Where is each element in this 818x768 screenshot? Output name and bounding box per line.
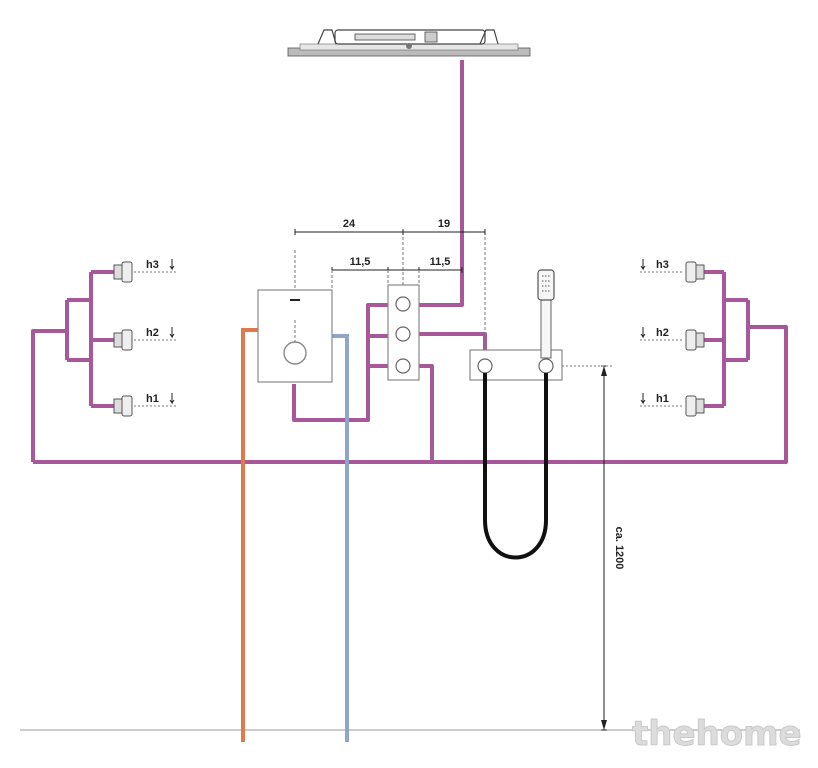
dim-11-5-right: 11,5 bbox=[430, 256, 451, 268]
mixer-to-diverter bbox=[292, 303, 388, 422]
ceiling-shower-head bbox=[287, 29, 531, 57]
wall-outlet bbox=[477, 358, 493, 374]
thermostat-mixer bbox=[257, 250, 333, 383]
right-label-h2: h2 bbox=[656, 327, 669, 339]
dim-height: ca. 1200 bbox=[613, 527, 625, 570]
dim-24: 24 bbox=[343, 218, 356, 230]
right-jet-branch bbox=[700, 270, 750, 408]
left-jet-h1 bbox=[113, 393, 176, 417]
cold-water-pipe bbox=[332, 334, 349, 742]
hand-shower-head bbox=[537, 269, 555, 301]
right-jet-h1 bbox=[640, 393, 705, 417]
diverter-knob-2 bbox=[395, 326, 411, 342]
left-jet-h3 bbox=[113, 259, 176, 283]
pipe-to-shower-head bbox=[403, 60, 464, 307]
holder-outlet bbox=[538, 358, 554, 374]
right-jet-h2 bbox=[640, 327, 705, 351]
diverter-knob-3 bbox=[395, 358, 411, 374]
shower-hose bbox=[483, 373, 548, 560]
main-bottom-pipe bbox=[33, 325, 788, 464]
dimension-lines bbox=[294, 229, 612, 731]
left-label-h2: h2 bbox=[146, 327, 159, 339]
left-jet-h2 bbox=[113, 327, 176, 351]
dim-19: 19 bbox=[438, 218, 450, 230]
left-label-h1: h1 bbox=[146, 393, 159, 405]
right-label-h3: h3 bbox=[656, 259, 669, 271]
right-body-jets: h3 h2 h1 bbox=[640, 259, 705, 417]
thermostat-knob bbox=[283, 341, 307, 365]
hand-shower-unit bbox=[469, 232, 563, 381]
watermark: thehome bbox=[632, 714, 802, 754]
left-jet-branch bbox=[65, 270, 116, 408]
right-jet-h3 bbox=[640, 259, 705, 283]
hand-shower-handle bbox=[540, 299, 552, 359]
dim-11-5-left: 11,5 bbox=[350, 256, 371, 268]
right-label-h1: h1 bbox=[656, 393, 669, 405]
diverter-knob-1 bbox=[395, 296, 411, 312]
diverter-valve bbox=[387, 232, 420, 381]
left-body-jets: h3 h2 h1 bbox=[113, 259, 176, 417]
hot-water-pipe bbox=[241, 328, 258, 742]
left-label-h3: h3 bbox=[146, 259, 159, 271]
